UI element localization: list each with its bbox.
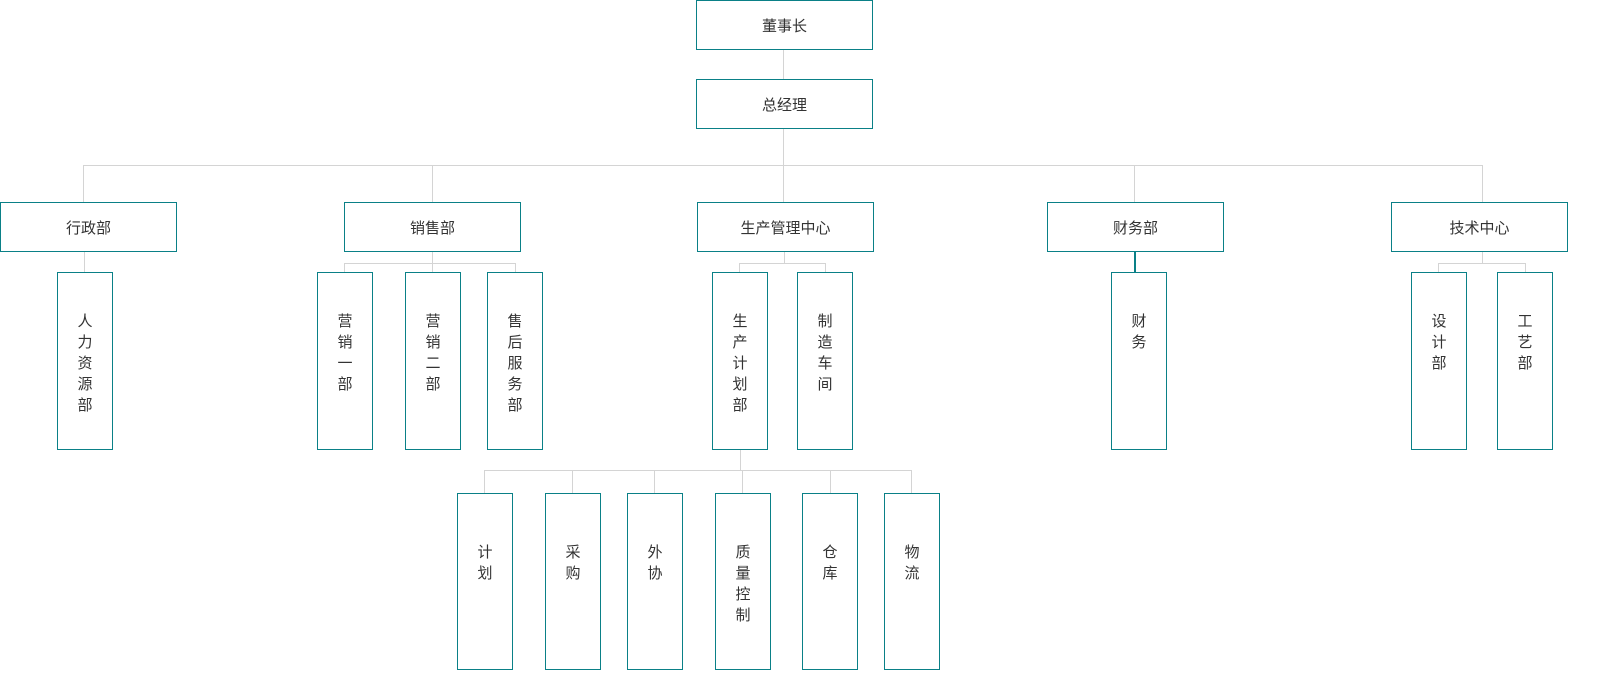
connector <box>783 49 784 80</box>
connector <box>1438 263 1526 264</box>
connector <box>1438 263 1439 272</box>
connector <box>1482 251 1483 263</box>
connector <box>484 470 912 471</box>
node-marketing-2[interactable]: 营销二部 <box>405 272 461 450</box>
node-label: 采购 <box>565 543 581 582</box>
node-tech-center[interactable]: 技术中心 <box>1391 202 1568 252</box>
node-label: 售后服务部 <box>507 312 523 414</box>
node-label: 物流 <box>904 543 920 582</box>
connector <box>784 251 785 263</box>
connector <box>84 251 85 272</box>
node-outsourcing[interactable]: 外协 <box>627 493 683 670</box>
connector <box>572 470 573 493</box>
connector <box>830 470 831 493</box>
connector <box>484 470 485 493</box>
connector <box>432 251 433 263</box>
node-label: 销售部 <box>409 218 455 237</box>
connector <box>432 263 433 272</box>
node-finance[interactable]: 财务 <box>1111 272 1167 450</box>
node-warehouse[interactable]: 仓库 <box>802 493 858 670</box>
node-label: 生产管理中心 <box>740 218 831 237</box>
node-chairman[interactable]: 董事长 <box>696 0 873 50</box>
node-label: 人力资源部 <box>77 312 93 414</box>
node-manufacturing-workshop[interactable]: 制造车间 <box>797 272 853 450</box>
connector <box>83 165 84 202</box>
node-label: 生产计划部 <box>732 312 748 414</box>
node-label: 总经理 <box>761 95 807 114</box>
node-marketing-1[interactable]: 营销一部 <box>317 272 373 450</box>
node-after-sales[interactable]: 售后服务部 <box>487 272 543 450</box>
node-label: 营销二部 <box>425 312 441 393</box>
node-quality-control[interactable]: 质量控制 <box>715 493 771 670</box>
connector <box>1134 251 1136 272</box>
node-hr-dept[interactable]: 人力资源部 <box>57 272 113 450</box>
connector <box>1134 165 1135 202</box>
connector <box>740 449 741 470</box>
connector <box>654 470 655 493</box>
node-label: 财务 <box>1131 312 1147 351</box>
node-production-planning[interactable]: 生产计划部 <box>712 272 768 450</box>
node-label: 工艺部 <box>1517 312 1533 372</box>
node-label: 营销一部 <box>337 312 353 393</box>
node-label: 财务部 <box>1112 218 1158 237</box>
node-logistics[interactable]: 物流 <box>884 493 940 670</box>
connector <box>739 263 740 272</box>
connector <box>825 263 826 272</box>
node-label: 计划 <box>477 543 493 582</box>
node-label: 仓库 <box>822 543 838 582</box>
connector <box>739 263 826 264</box>
node-label: 外协 <box>647 543 663 582</box>
connector <box>1482 165 1483 202</box>
node-label: 董事长 <box>761 16 807 35</box>
connector <box>432 165 433 202</box>
connector <box>83 165 1483 166</box>
connector <box>1525 263 1526 272</box>
connector <box>742 470 743 493</box>
connector <box>515 263 516 272</box>
node-design-dept[interactable]: 设计部 <box>1411 272 1467 450</box>
node-label: 行政部 <box>65 218 111 237</box>
node-process-dept[interactable]: 工艺部 <box>1497 272 1553 450</box>
node-sales-dept[interactable]: 销售部 <box>344 202 521 252</box>
node-admin-dept[interactable]: 行政部 <box>0 202 177 252</box>
connector <box>911 470 912 493</box>
node-general-manager[interactable]: 总经理 <box>696 79 873 129</box>
node-finance-dept[interactable]: 财务部 <box>1047 202 1224 252</box>
node-plan[interactable]: 计划 <box>457 493 513 670</box>
node-label: 设计部 <box>1431 312 1447 372</box>
node-label: 技术中心 <box>1449 218 1510 237</box>
node-label: 质量控制 <box>735 543 751 624</box>
connector <box>344 263 345 272</box>
connector <box>344 263 516 264</box>
node-procurement[interactable]: 采购 <box>545 493 601 670</box>
node-label: 制造车间 <box>817 312 833 393</box>
node-production-center[interactable]: 生产管理中心 <box>697 202 874 252</box>
